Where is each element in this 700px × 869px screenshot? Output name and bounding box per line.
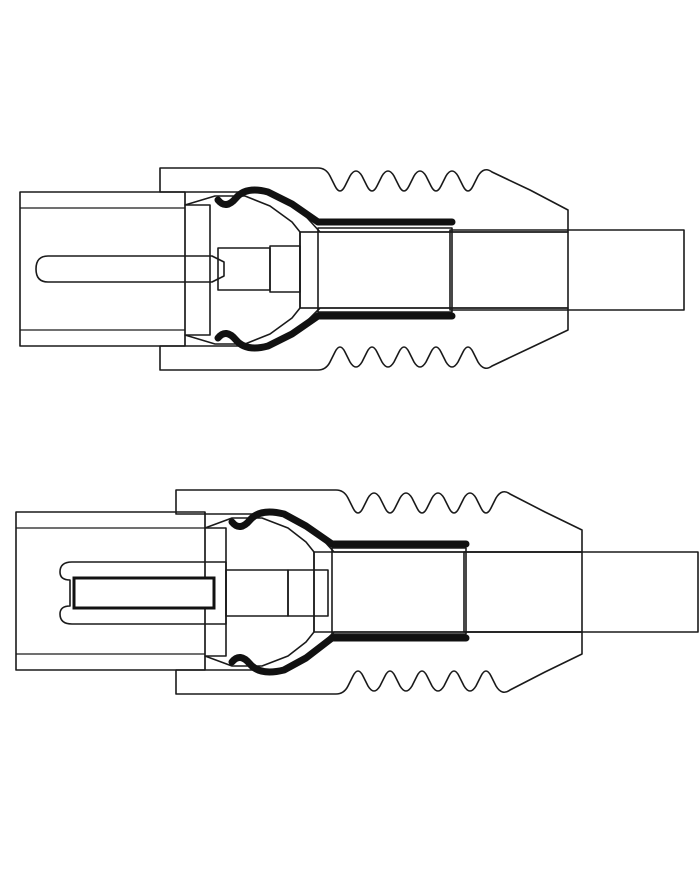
cable-jacket-exit	[449, 229, 685, 311]
housing-inner-block	[299, 231, 569, 309]
insulator-block	[204, 517, 315, 667]
housing-body-lower	[159, 307, 569, 371]
insulator-block	[184, 195, 301, 345]
outer-jacket-upper	[228, 508, 470, 548]
socket-connector	[287, 569, 329, 617]
braid-shield	[331, 547, 467, 635]
outer-jacket-lower	[228, 634, 470, 676]
housing-inner-block	[313, 551, 583, 633]
outer-jacket-lower	[214, 312, 456, 352]
braid-shield	[317, 227, 453, 313]
male-connector-view	[19, 167, 685, 371]
housing-body-lower	[175, 631, 583, 695]
outer-jacket-upper	[214, 186, 456, 226]
socket-collar	[225, 569, 289, 617]
housing-body	[175, 489, 583, 553]
socket-bore	[72, 576, 216, 610]
female-connector-view	[15, 489, 699, 695]
front-sleeve	[19, 191, 211, 347]
contact-pin	[35, 255, 225, 283]
socket-contact	[59, 561, 227, 625]
pin-connector	[269, 245, 301, 293]
housing-body	[159, 167, 569, 233]
cable-jacket-exit	[463, 551, 699, 633]
pin-collar	[217, 247, 271, 291]
